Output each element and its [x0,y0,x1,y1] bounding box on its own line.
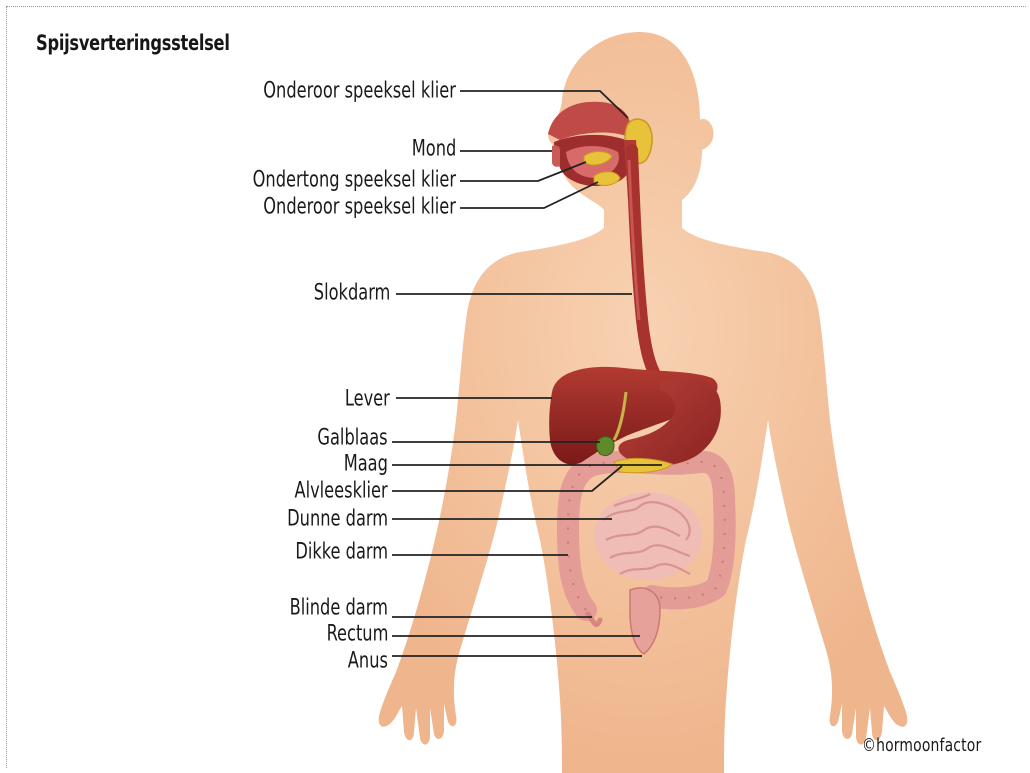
label-galblaas: Galblaas [318,426,388,451]
label-rectum: Rectum [326,622,388,647]
label-onderoor-speeksel-klier-2: Onderoor speeksel klier [263,195,456,220]
gallbladder [597,437,614,456]
small-intestine [594,492,702,580]
label-maag: Maag [344,452,388,477]
diagram-title: Spijsverteringsstelsel [36,31,230,55]
label-dikke-darm: Dikke darm [295,540,388,565]
label-lever: Lever [345,387,390,412]
label-anus: Anus [348,649,388,674]
label-ondertong-speeksel-klier: Ondertong speeksel klier [253,168,456,193]
label-alvleesklier: Alvleesklier [295,479,388,504]
label-mond: Mond [411,137,456,162]
label-dunne-darm: Dunne darm [287,507,388,532]
label-slokdarm: Slokdarm [313,281,390,306]
label-blinde-darm: Blinde darm [290,596,388,621]
credit-watermark: ©hormoonfactor [862,735,981,756]
lips [552,145,560,167]
label-onderoor-speeksel-klier-1: Onderoor speeksel klier [263,79,456,104]
